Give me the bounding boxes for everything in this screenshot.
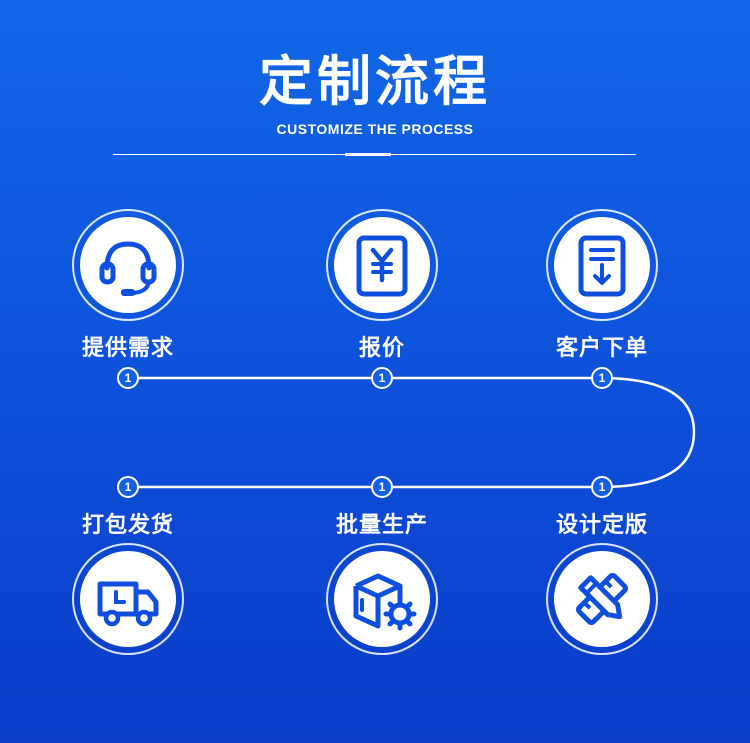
step-3-circle [546,209,658,321]
step-1-marker: 1 [117,367,139,389]
step-3-label: 客户下单 [555,336,648,361]
pencil-ruler-icon [554,551,650,647]
delivery-truck-icon [80,551,176,647]
step-6-label: 打包发货 [81,513,174,538]
price-document-icon [334,217,430,313]
step-5-marker: 1 [371,476,393,498]
step-2-marker: 1 [371,367,393,389]
headset-icon [80,217,176,313]
step-1-label: 提供需求 [81,336,174,361]
step-6-circle [72,543,184,655]
step-4-marker: 1 [591,476,613,498]
step-5-label: 批量生产 [335,513,428,538]
step-4-label: 设计定版 [555,513,648,538]
order-download-icon [554,217,650,313]
step-3-marker: 1 [591,367,613,389]
page-title: 定制流程 [259,50,491,113]
step-4-circle [546,543,658,655]
header-divider-accent [345,153,391,156]
step-5-circle [326,543,438,655]
box-gear-icon [334,551,430,647]
step-1-circle [72,209,184,321]
step-2-label: 报价 [358,336,405,361]
page-subtitle: CUSTOMIZE THE PROCESS [276,121,474,137]
step-2-circle [326,209,438,321]
step-6-marker: 1 [117,476,139,498]
